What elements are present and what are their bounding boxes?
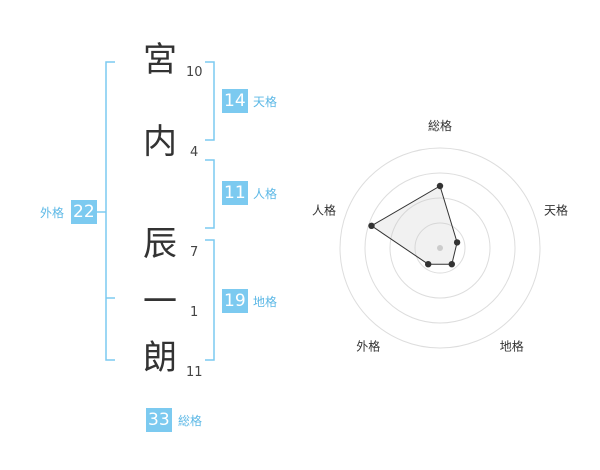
radar-axis-label-2: 天格 [544, 202, 568, 217]
chikaku-label: 地格 [253, 295, 278, 309]
name-char-2: 内 [143, 122, 177, 162]
radar-point-2 [453, 239, 461, 246]
radar-ring-4 [339, 147, 541, 349]
stroke-count-2: 4 [190, 145, 199, 160]
tenkaku-badge: 14 [222, 89, 248, 113]
soukaku-badge: 33 [146, 408, 172, 432]
radar-ring-1 [414, 222, 466, 274]
radar-point-1 [436, 182, 444, 190]
jinkaku-badge: 11 [222, 181, 248, 205]
jinkaku-label: 人格 [253, 187, 278, 201]
radar-ring-2 [389, 197, 491, 299]
name-char-4: 一 [143, 282, 177, 322]
radar-axis-label-1: 総格 [428, 118, 452, 133]
tenkaku-label: 天格 [253, 95, 278, 109]
stroke-count-3: 7 [190, 245, 199, 260]
radar-axis-label-5: 人格 [312, 202, 336, 217]
soukaku-label: 総格 [178, 414, 203, 428]
radar-axis-label-3: 地格 [500, 339, 524, 354]
gaikaku-label: 外格 [40, 206, 65, 220]
radar-center [437, 245, 443, 251]
radar-point-3 [448, 261, 455, 268]
radar-area [370, 185, 458, 265]
radar-axis-label-4: 外格 [356, 339, 380, 354]
radar-point-4 [425, 261, 432, 268]
stroke-count-5: 11 [186, 365, 203, 380]
radar-ring-3 [364, 172, 516, 324]
name-char-1: 宮 [143, 40, 177, 80]
chikaku-badge: 19 [222, 289, 248, 313]
gaikaku-badge: 22 [71, 200, 97, 224]
stroke-count-1: 10 [186, 65, 203, 80]
name-char-5: 朗 [143, 338, 177, 378]
radar-point-5 [368, 222, 375, 229]
name-char-3: 辰 [143, 224, 177, 264]
stroke-count-4: 1 [190, 305, 199, 320]
